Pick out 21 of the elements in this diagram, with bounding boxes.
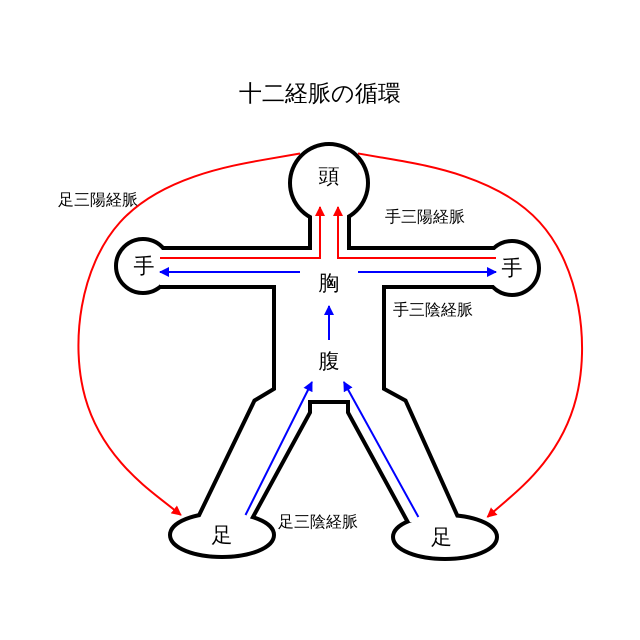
meridian-label: 足三陰経脈	[278, 512, 358, 533]
body-part-label: 頭	[318, 163, 340, 190]
meridian-label: 手三陰経脈	[393, 300, 473, 321]
arrow	[160, 206, 325, 259]
body-part-label: 手	[134, 253, 154, 280]
meridian-label: 手三陽経脈	[385, 207, 465, 228]
arrow	[333, 206, 496, 259]
arrow	[244, 381, 313, 516]
arrow	[159, 267, 300, 277]
arrow	[358, 267, 497, 277]
body-part-label: 足	[212, 522, 232, 549]
meridian-label: 足三陽経脈	[58, 190, 138, 211]
arrow	[78, 152, 300, 516]
body-part-label: 手	[502, 255, 522, 282]
diagram-title: 十二経脈の循環	[238, 80, 402, 109]
body-part-label: 胸	[318, 270, 340, 297]
body-part-label: 腹	[318, 348, 340, 375]
arrow	[324, 305, 334, 340]
arrow	[358, 152, 583, 518]
body-part-label: 足	[431, 524, 452, 551]
arrow	[342, 381, 420, 518]
